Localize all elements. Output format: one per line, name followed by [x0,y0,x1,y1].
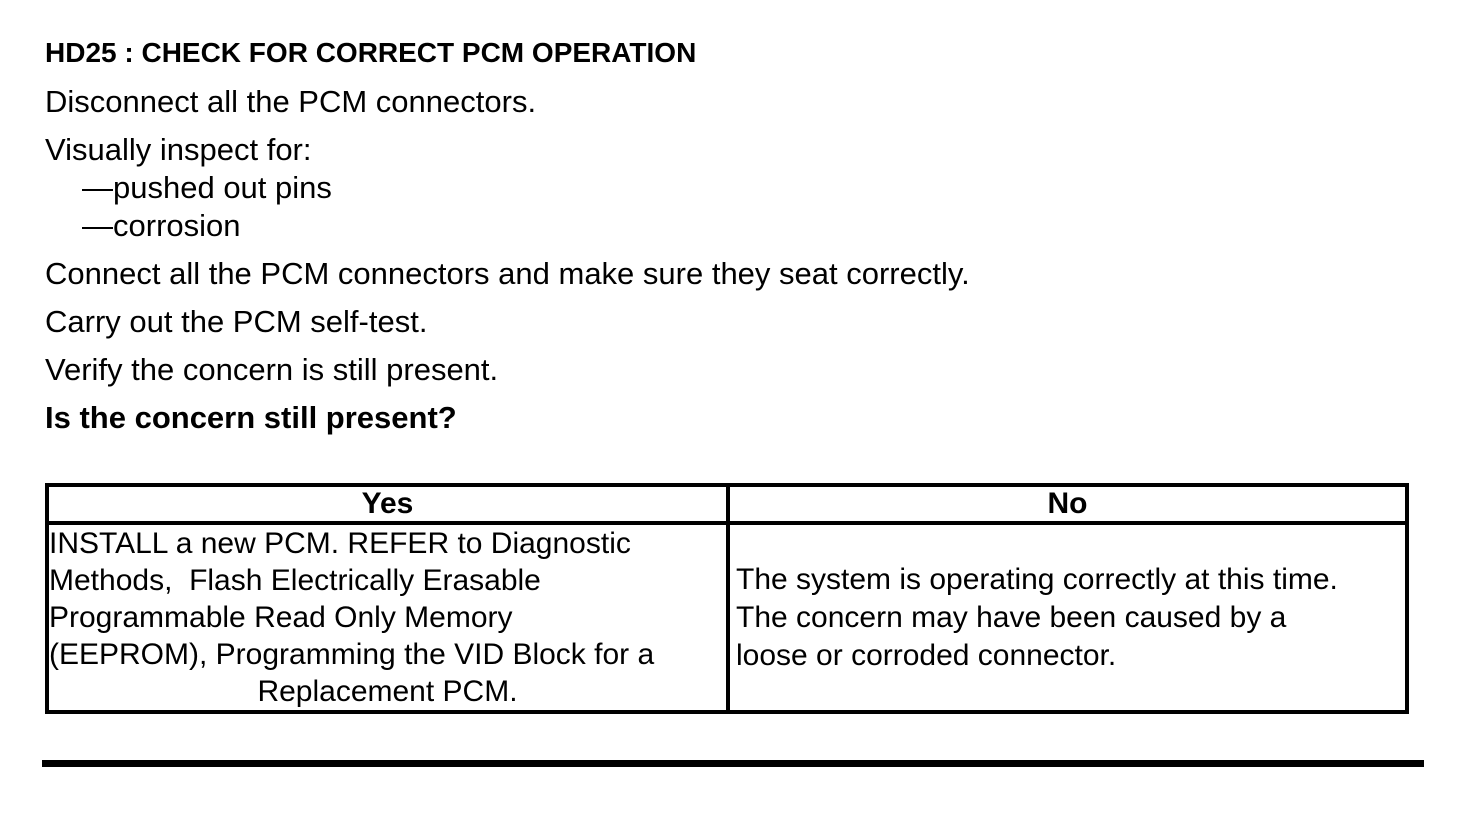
diagnostic-step-page: HD25 : CHECK FOR CORRECT PCM OPERATION D… [42,37,1424,767]
yes-action-line: Replacement PCM. [257,675,518,708]
action-row: INSTALL a new PCM. REFER to Diagnostic M… [45,521,1409,714]
instruction-connect: Connect all the PCM connectors and make … [45,256,970,291]
instruction-disconnect: Disconnect all the PCM connectors. [45,84,537,119]
instruction-inspect: Visually inspect for: [45,132,312,167]
decision-question: Is the concern still present? [45,400,457,435]
yes-action-line: Methods, Flash Electrically Erasable [49,564,541,597]
no-column-header: No [726,483,1409,525]
yes-column-header: Yes [45,483,730,525]
decision-table-body: INSTALL a new PCM. REFER to Diagnostic M… [45,521,1409,714]
instruction-verify: Verify the concern is still present. [45,352,499,387]
no-action-line: The system is operating correctly at thi… [736,562,1338,596]
decision-table: Yes No INSTALL a new PCM. REFER to Diagn… [45,483,1409,714]
inspection-item-corrosion: —corrosion [82,208,241,243]
yes-action-line: Programmable Read Only Memory [49,601,513,634]
decision-table-header: Yes No [45,483,1409,525]
yes-action-line: INSTALL a new PCM. REFER to Diagnostic [49,527,631,560]
no-action-line: loose or corroded connector. [736,638,1117,672]
step-title: HD25 : CHECK FOR CORRECT PCM OPERATION [45,37,697,68]
instruction-selftest: Carry out the PCM self-test. [45,304,428,339]
no-action-line: The concern may have been caused by a [736,600,1287,634]
bottom-rule [42,760,1424,767]
yes-action-line: (EEPROM), Programming the VID Block for … [49,638,655,671]
yes-action-cell: INSTALL a new PCM. REFER to Diagnostic M… [45,521,730,714]
no-action-cell: The system is operating correctly at thi… [726,521,1409,714]
header-row: Yes No [45,483,1409,525]
inspection-item-pins: —pushed out pins [82,170,332,205]
